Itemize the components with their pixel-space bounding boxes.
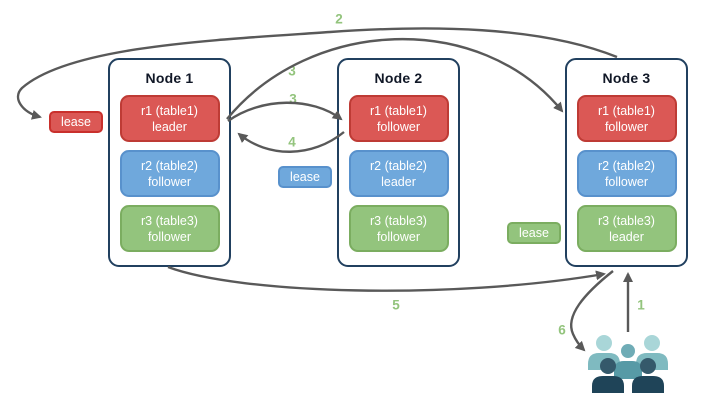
replica-name: r3 (table3) xyxy=(598,213,655,228)
replica-role: leader xyxy=(152,119,187,134)
lease-label: lease xyxy=(519,226,549,240)
replica-role: follower xyxy=(147,174,192,189)
step-label-3a: 3 xyxy=(288,63,296,79)
step-label-4: 4 xyxy=(288,134,296,150)
arrow-5-leader-to-gateway xyxy=(167,265,606,292)
replica-role: leader xyxy=(381,174,416,189)
node-3-replica-r3: r3 (table3) leader xyxy=(576,205,677,252)
replica-role: follower xyxy=(376,119,421,134)
step-label-1: 1 xyxy=(637,297,645,313)
node-1-replica-r2: r2 (table2) follower xyxy=(119,150,220,197)
lease-label: lease xyxy=(290,170,320,184)
step-label-6: 6 xyxy=(558,322,566,338)
arrow-3-leader-to-node2-follower xyxy=(227,101,343,122)
replica-name: r2 (table2) xyxy=(370,158,427,173)
users-icon xyxy=(588,335,668,393)
node-3-replica-r2: r2 (table2) follower xyxy=(576,150,677,197)
lease-label: lease xyxy=(61,115,91,129)
lease-chip-r2: lease xyxy=(278,166,332,188)
step-label-2: 2 xyxy=(335,11,343,27)
lease-chip-r1: lease xyxy=(49,111,103,133)
node-1-replica-r3: r3 (table3) follower xyxy=(119,205,220,252)
replica-name: r1 (table1) xyxy=(598,103,655,118)
replica-role: follower xyxy=(604,119,649,134)
node-1: Node 1 r1 (table1) leader r2 (table2) fo… xyxy=(108,58,231,267)
replica-name: r1 (table1) xyxy=(370,103,427,118)
step-label-3b: 3 xyxy=(289,91,297,107)
replica-name: r3 (table3) xyxy=(141,213,198,228)
step-label-5: 5 xyxy=(392,297,400,313)
node-2-replica-r1: r1 (table1) follower xyxy=(348,95,449,142)
replica-name: r2 (table2) xyxy=(141,158,198,173)
node-2-title: Node 2 xyxy=(374,70,423,86)
replica-name: r2 (table2) xyxy=(598,158,655,173)
node-2-replica-r2: r2 (table2) leader xyxy=(348,150,449,197)
replica-role: follower xyxy=(376,229,421,244)
arrow-6-gateway-to-users xyxy=(570,270,614,352)
lease-chip-r3: lease xyxy=(507,222,561,244)
replica-name: r1 (table1) xyxy=(141,103,198,118)
node-2: Node 2 r1 (table1) follower r2 (table2) … xyxy=(337,58,460,267)
node-2-replica-r3: r3 (table3) follower xyxy=(348,205,449,252)
replica-role: follower xyxy=(604,174,649,189)
node-3-replica-r1: r1 (table1) follower xyxy=(576,95,677,142)
node-3-title: Node 3 xyxy=(602,70,651,86)
replica-role: leader xyxy=(609,229,644,244)
node-3: Node 3 r1 (table1) follower r2 (table2) … xyxy=(565,58,688,267)
node-1-title: Node 1 xyxy=(145,70,194,86)
node-1-replica-r1: r1 (table1) leader xyxy=(119,95,220,142)
replica-role: follower xyxy=(147,229,192,244)
replica-name: r3 (table3) xyxy=(370,213,427,228)
